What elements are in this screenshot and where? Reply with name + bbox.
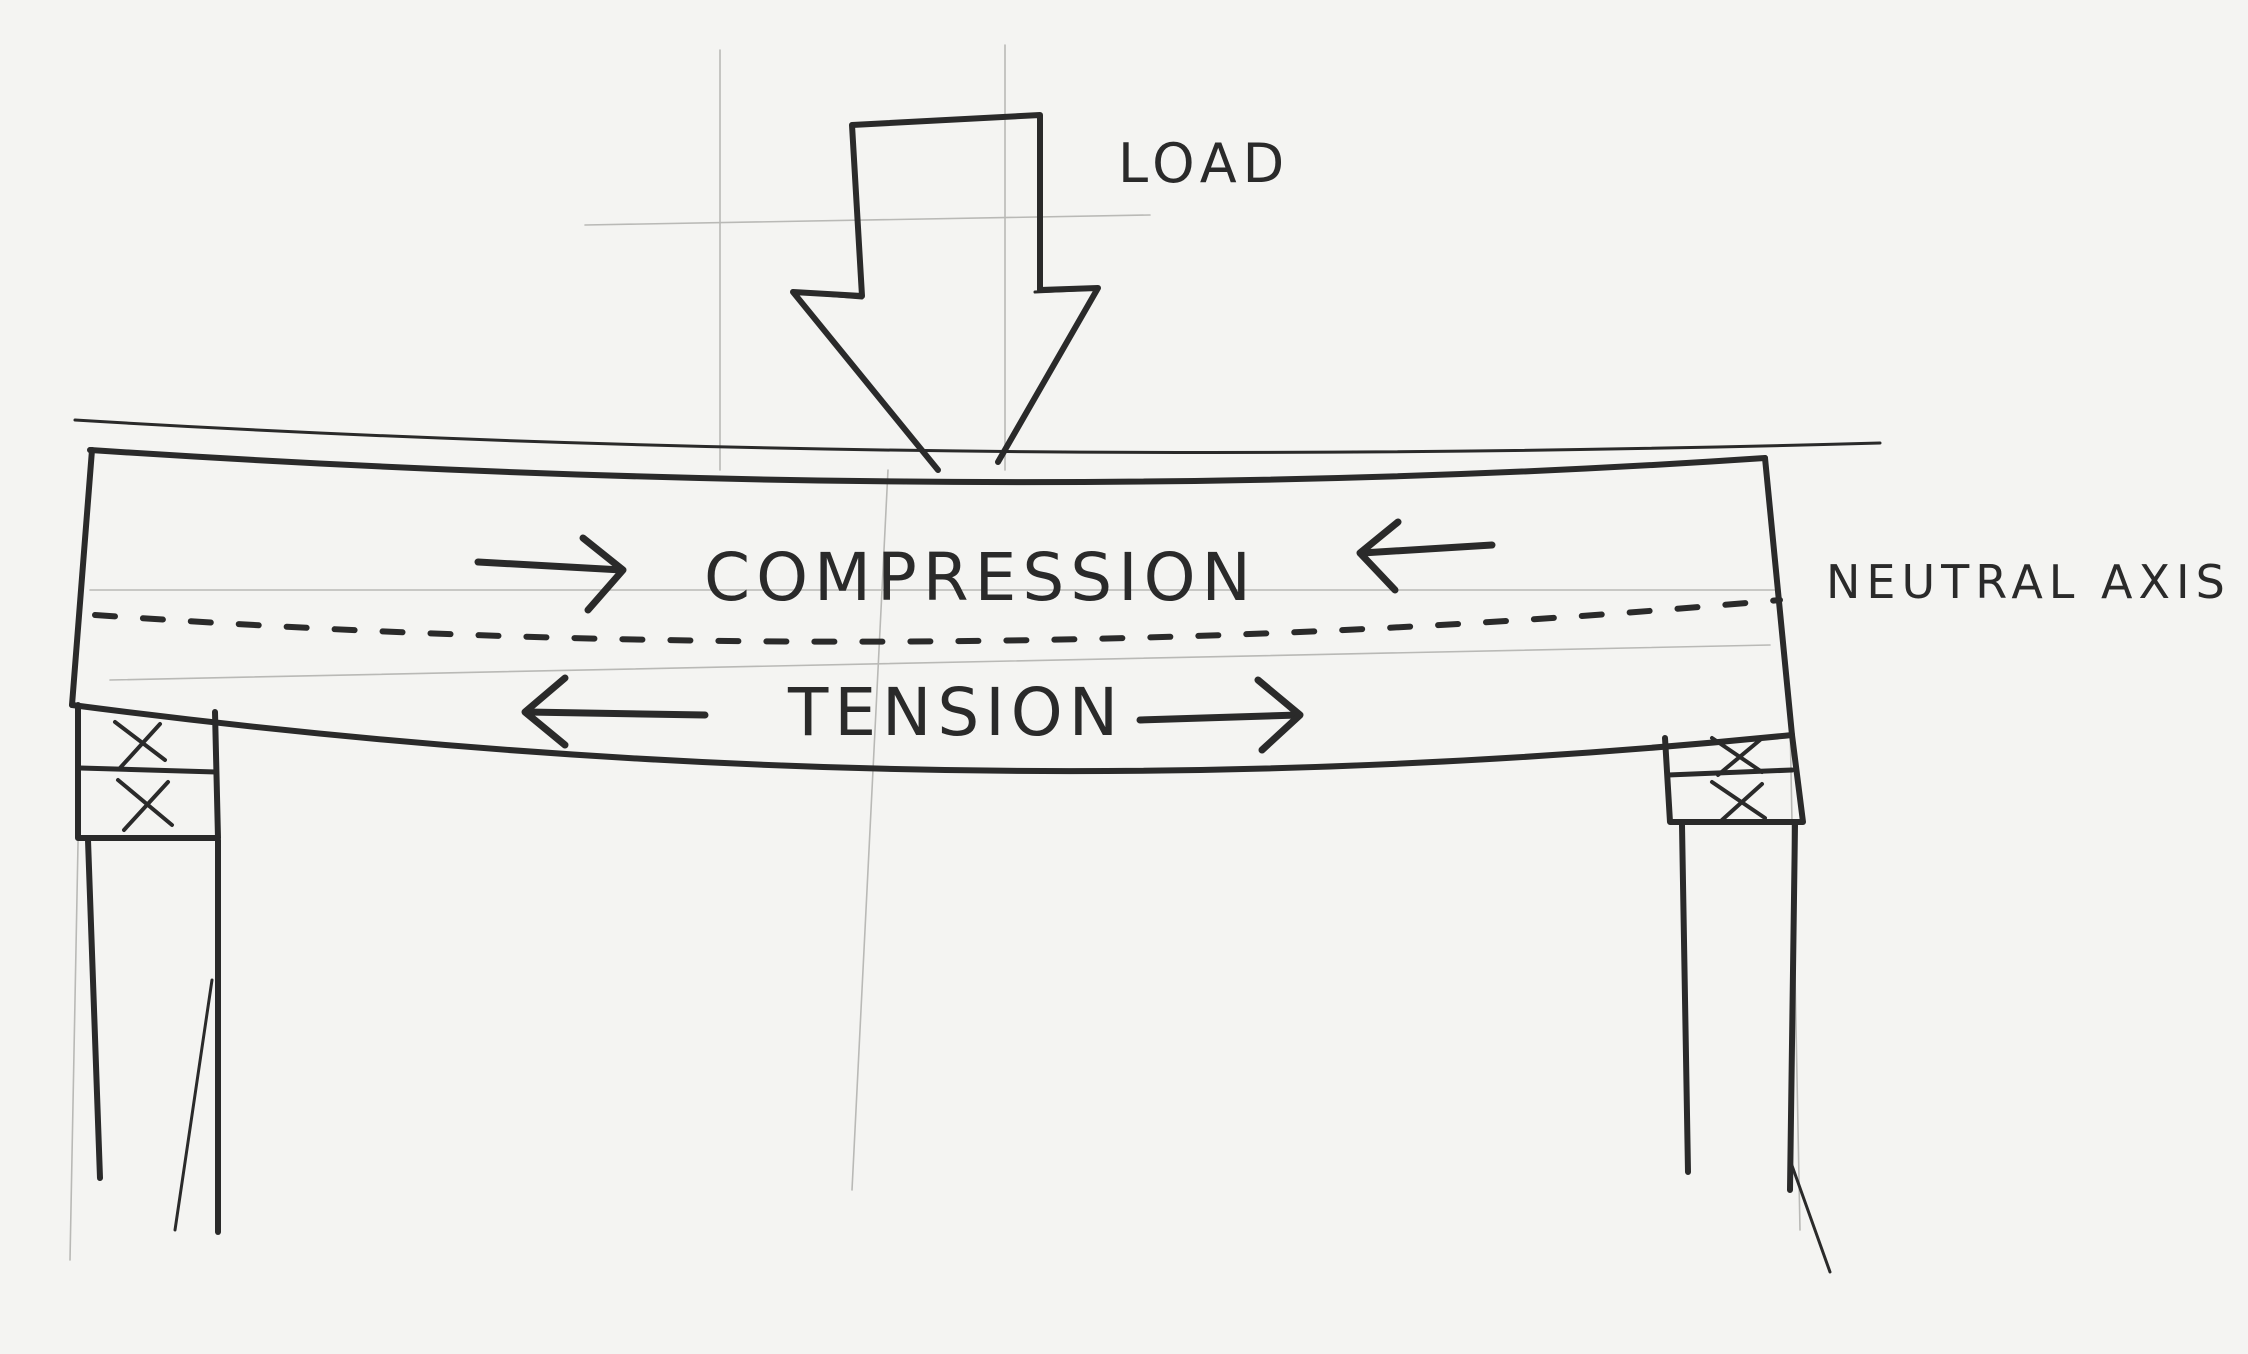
neutral-axis-line [92, 597, 1783, 645]
tension-label: TENSION [787, 674, 1124, 751]
right-support-post [1662, 732, 1832, 1274]
bending-beam [69, 418, 1882, 775]
tension-arrow-right [1136, 676, 1304, 754]
compression-arrow-right [1356, 518, 1496, 594]
load-arrow [790, 112, 1101, 473]
tension-arrow-left [521, 674, 709, 749]
load-label: LOAD [1118, 132, 1290, 195]
neutral-axis-label: NEUTRAL AXIS [1826, 555, 2231, 609]
construction-guides [69, 44, 1801, 1261]
compression-label: COMPRESSION [704, 539, 1257, 616]
compression-arrow-left [474, 534, 627, 614]
left-support-post [75, 702, 221, 1235]
